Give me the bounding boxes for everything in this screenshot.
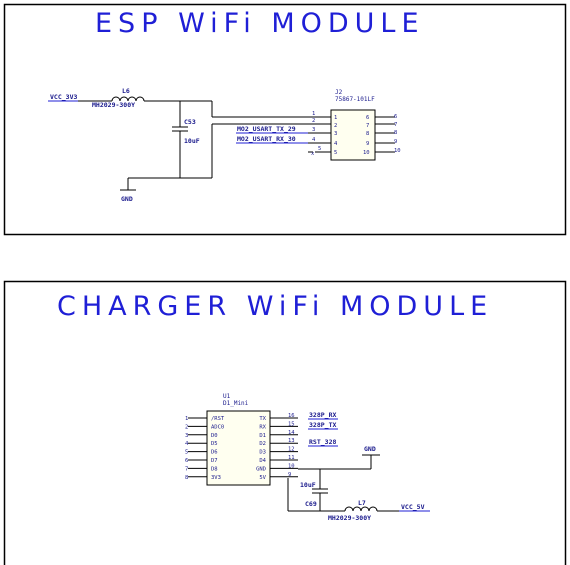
charger-right-pin-name: TX (259, 416, 266, 422)
charger-inductor-ref: L7 (358, 499, 366, 507)
esp-inductor-ref: L6 (122, 87, 130, 95)
charger-left-pin-name: /RST (211, 416, 225, 422)
esp-conn-pin-6: 6 (394, 114, 397, 120)
charger-panel-frame (3, 280, 567, 565)
esp-net-tx: MO2_USART_TX_29 (237, 125, 296, 133)
esp-net-rx: MO2_USART_RX_30 (237, 135, 296, 143)
esp-conn-pin-5: 5 (318, 146, 321, 152)
charger-left-pin-num: 5 (185, 450, 188, 456)
charger-right-pin-num: 9 (288, 472, 291, 478)
esp-conn-inner-10: 10 (363, 150, 370, 156)
charger-u-ref: U1 (223, 393, 231, 400)
esp-conn-inner-5: 5 (334, 150, 337, 156)
charger-vcc-label: VCC_5V (401, 503, 425, 511)
charger-title: CHARGER WiFi MODULE (57, 291, 493, 322)
charger-right-pin-name: GND (256, 466, 266, 472)
charger-net-rst: RST_328 (309, 438, 336, 446)
esp-vcc-label: VCC_3V3 (50, 93, 77, 101)
charger-left-pin-num: 2 (185, 424, 188, 430)
esp-conn-pin-4: 4 (312, 137, 316, 143)
charger-net-tx: 328P_TX (309, 421, 336, 429)
charger-gnd-label: GND (364, 445, 376, 453)
charger-right-pin-num: 16 (288, 413, 295, 419)
esp-conn-left-pins (308, 116, 331, 153)
esp-conn-pin-8: 8 (394, 130, 397, 136)
esp-conn-pin-2: 2 (312, 118, 315, 124)
charger-left-pin-name: D0 (211, 433, 218, 439)
esp-conn-inner-8: 8 (366, 131, 369, 137)
esp-conn-inner-3: 3 (334, 131, 337, 137)
esp-gnd-label: GND (121, 195, 133, 203)
esp-conn-pin-7: 7 (394, 122, 397, 128)
charger-right-pin-num: 10 (288, 463, 295, 469)
charger-left-pin-num: 6 (185, 458, 188, 464)
esp-conn-inner-6: 6 (366, 115, 369, 121)
charger-cap-ref: C69 (305, 500, 317, 508)
charger-right-pin-name: 5V (259, 475, 266, 481)
esp-cap-value: 10uF (184, 137, 200, 145)
charger-left-pin-name: D6 (211, 450, 218, 456)
esp-conn-part: 75867-101LF (335, 96, 375, 103)
esp-inductor (111, 96, 145, 102)
esp-title: ESP WiFi MODULE (95, 8, 425, 39)
charger-left-pins: 1/RST 2 ADC0 3 D0 4 D5 5 D6 6 D7 7 D8 8 3V3 (185, 416, 225, 481)
charger-inductor-value: MH2029-300Y (328, 514, 371, 522)
charger-net-rx: 328P_RX (309, 411, 336, 419)
charger-right-pin-name: RX (259, 424, 266, 430)
charger-left-pin-name: D8 (211, 466, 218, 472)
charger-left-pin-num: 1 (185, 416, 188, 422)
charger-left-pin-num: 3 (185, 433, 188, 439)
esp-conn-ref: J2 (335, 89, 343, 96)
esp-conn-pin-3: 3 (312, 127, 315, 133)
esp-cap-ref: C53 (184, 118, 196, 126)
charger-left-pin-num: 4 (185, 441, 189, 447)
esp-connector-body (330, 109, 376, 161)
esp-conn-inner-2: 2 (334, 123, 337, 129)
charger-right-pin-num: 14 (288, 430, 295, 436)
charger-right-pin-num: 15 (288, 421, 295, 427)
charger-left-pin-name: ADC0 (211, 424, 224, 430)
charger-right-pin-name: D4 (259, 458, 266, 464)
charger-left-pin-name: D7 (211, 458, 218, 464)
charger-left-pin-num: 8 (185, 475, 188, 481)
esp-conn-right-pins (375, 116, 395, 153)
charger-right-pin-name: D3 (259, 450, 266, 456)
charger-left-pin-name: 3V3 (211, 475, 221, 481)
esp-inductor-value: MH2029-300Y (92, 101, 135, 109)
esp-panel-frame (3, 3, 567, 236)
charger-inductor (344, 506, 378, 512)
charger-right-pin-num: 12 (288, 447, 295, 453)
esp-conn-inner-4: 4 (334, 141, 338, 147)
charger-right-pin-num: 13 (288, 438, 295, 444)
charger-right-pin-name: D2 (259, 441, 266, 447)
charger-right-pin-name: D1 (259, 433, 266, 439)
esp-conn-inner-9: 9 (366, 141, 369, 147)
charger-module-body (206, 410, 271, 486)
charger-right-pin-num: 11 (288, 455, 295, 461)
esp-conn-pin-9: 9 (394, 139, 397, 145)
charger-cap-value: 10uF (300, 481, 316, 489)
charger-u-part: D1_Mini (223, 400, 249, 407)
svg-text:x: x (311, 151, 315, 157)
esp-conn-inner-1: 1 (334, 115, 337, 121)
esp-conn-pin-1: 1 (312, 111, 315, 117)
esp-conn-inner-7: 7 (366, 123, 369, 129)
charger-left-pin-num: 7 (185, 466, 188, 472)
esp-conn-pin-10: 10 (394, 148, 401, 154)
charger-left-pin-name: D5 (211, 441, 218, 447)
